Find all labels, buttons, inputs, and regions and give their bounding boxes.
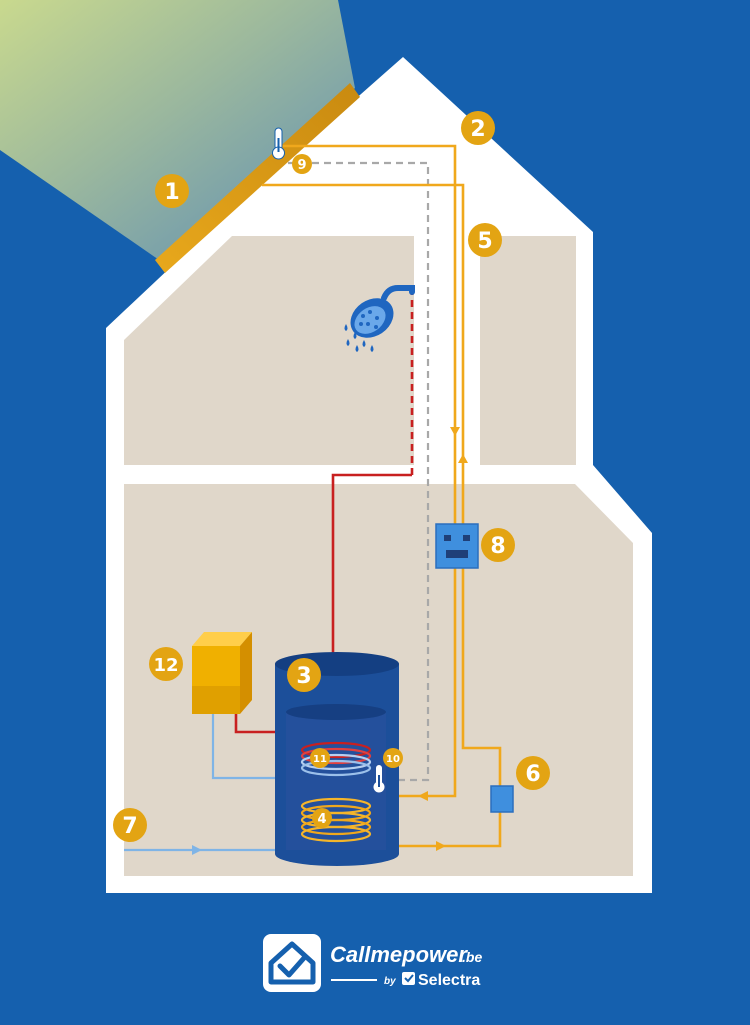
solar-controller [435,523,479,569]
marker-2-label: 2 [470,117,485,142]
brand-name: Callmepower [330,942,468,967]
marker-10: 10 [383,748,403,768]
marker-4: 4 [312,808,332,828]
attic-room [124,236,414,465]
marker-6: 6 [516,756,550,790]
marker-2: 2 [461,111,495,145]
brand-by: by [384,976,396,987]
flow-arrow-right [436,841,446,851]
robot-face-icon [444,535,470,558]
pump-station [490,785,514,813]
marker-12: 12 [149,647,183,681]
marker-8-label: 8 [490,534,505,559]
marker-7: 7 [113,808,147,842]
marker-1: 1 [155,174,189,208]
marker-5: 5 [468,223,502,257]
solar-heat-exchanger-coil [300,797,372,843]
marker-3-label: 3 [296,664,311,689]
marker-9-label: 9 [297,158,306,173]
flow-arrow-up [458,454,468,463]
marker-8: 8 [481,528,515,562]
marker-10-label: 10 [386,754,400,765]
marker-12-label: 12 [153,655,178,676]
marker-5-label: 5 [477,229,492,254]
solar-return-line [262,183,502,786]
solar-return-line-bottom [398,812,502,848]
collector-sensor-cable [288,161,430,782]
marker-1-label: 1 [164,180,179,205]
collector-thermometer-icon [272,127,285,160]
selectra-check-icon [402,972,415,985]
cold-water-arrow [192,845,202,855]
sunlight-beam [0,0,355,262]
house-check-icon [263,934,321,992]
marker-6-label: 6 [525,762,540,787]
marker-9: 9 [292,154,312,174]
marker-4-label: 4 [317,812,326,827]
backup-heating-coil [300,741,372,777]
brand-partner: Selectra [418,972,480,989]
marker-11: 11 [310,748,330,768]
flow-arrow-left [418,791,428,801]
marker-7-label: 7 [122,814,137,839]
hot-water-pipe [331,473,412,655]
flow-arrow-down [450,427,460,436]
marker-3: 3 [287,658,321,692]
shower-head-icon [344,285,415,352]
solar-collector [155,83,360,273]
backup-boiler [192,632,252,714]
marker-11-label: 11 [313,754,327,765]
attic-side-room [480,236,576,465]
brand-logo[interactable]: Callmepower .be by Selectra [263,934,482,992]
brand-tld: .be [462,949,482,965]
thermometer-icon [373,765,385,793]
